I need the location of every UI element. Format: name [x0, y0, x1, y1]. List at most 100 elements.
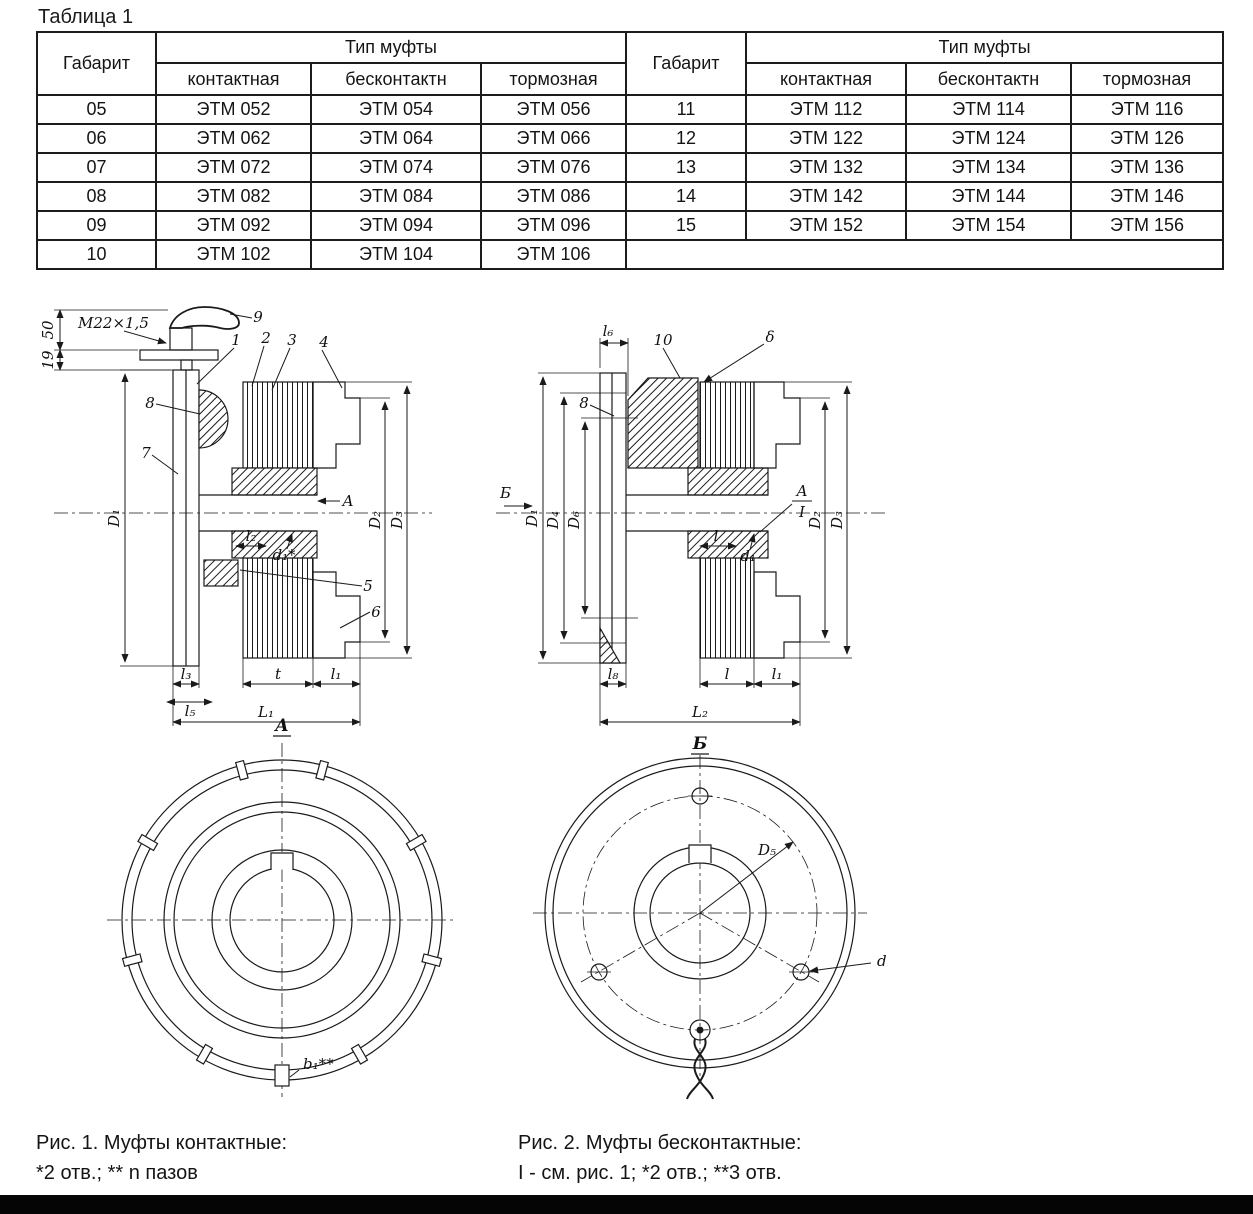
fig2-dim-l6-text: l₆ [603, 322, 614, 340]
view-a-label-text: A [273, 716, 288, 736]
view-b-dim-D5: D₅ [699, 841, 794, 914]
view-a-b1-text: b₁** [303, 1055, 334, 1073]
cell-size: 05 [36, 94, 157, 125]
fig1-callout-5: 5 [239, 569, 373, 595]
cell-model: ЭТМ 104 [310, 239, 482, 270]
cell-model: ЭТМ 052 [155, 94, 312, 125]
fig1-callout-9: 9 [229, 308, 263, 326]
coupling-types-table: Габарит Тип муфты Габарит Тип муфты конт… [36, 31, 1225, 270]
fig2-section-b-text: Б [499, 484, 511, 502]
fig1-callout-1: 1 [196, 331, 241, 385]
cell-size: 12 [625, 123, 748, 154]
fig2-dim-D1: D₁ [523, 372, 600, 664]
cell-size: 13 [625, 152, 748, 183]
fig2-dim-D4: D₄ [544, 392, 626, 644]
view-b-dim-d: d [809, 952, 887, 974]
view-a-crosshair [107, 743, 457, 1097]
header-gabarit-right: Габарит [625, 31, 748, 96]
cell-model: ЭТМ 056 [479, 94, 628, 125]
fig1-dim-l2: l₂ [235, 527, 267, 550]
fig2-dim-D3: D₃ [754, 381, 852, 659]
fig1-boss [198, 389, 229, 449]
cell-model: ЭТМ 066 [479, 123, 628, 154]
fig2-callout-10-text: 10 [653, 331, 673, 349]
fig2-dim-L2-text: L₂ [691, 703, 708, 721]
view-a-bottom-slot: b₁** [274, 1055, 334, 1087]
fig1-housing [312, 381, 361, 659]
cell-model: ЭТМ 134 [905, 152, 1073, 183]
fig1-callout-9-text: 9 [253, 308, 263, 326]
fig1-dim-l5: l₅ [166, 698, 213, 720]
header-tormoznaya-right: тормозная [1070, 62, 1225, 96]
cell-model: ЭТМ 084 [310, 181, 482, 212]
fig2-callout-10: 10 [653, 331, 681, 379]
fig2-dim-D4-text: D₄ [544, 511, 562, 530]
cell-size: 06 [36, 123, 157, 154]
fig2-dim-L2: L₂ [599, 703, 801, 726]
cell-model: ЭТМ 092 [155, 210, 312, 241]
fig2-dim-l1: l₁ [753, 665, 801, 688]
fig2-caption-line1: Рис. 2. Муфты бесконтактные: [518, 1132, 802, 1154]
cell-model: ЭТМ 154 [905, 210, 1073, 241]
fig1-terminal-assembly [139, 306, 240, 371]
cell-model: ЭТМ 136 [1070, 152, 1225, 183]
fig1-callout-1-text: 1 [231, 331, 241, 349]
cell-model: ЭТМ 114 [905, 94, 1073, 125]
table-row: 10 ЭТМ 102 ЭТМ 104 ЭТМ 106 [36, 239, 1225, 270]
fig2-detail-marker-a-i: A I [759, 482, 812, 533]
fig1-dim-t-text: t [275, 665, 282, 683]
fig2-dim-d1-text: d₁ [740, 547, 756, 565]
fig1-thread-text: М22×1,5 [77, 314, 149, 332]
fig2-dim-l8: l₈ [599, 665, 627, 688]
fig1-slip-rings [203, 559, 239, 587]
fig1-callout-2-text: 2 [260, 329, 271, 347]
view-a-label: A [273, 716, 291, 737]
fig1-dim-t: t [242, 665, 314, 688]
header-tormoznaya-left: тормозная [479, 62, 628, 96]
cell-model: ЭТМ 054 [310, 94, 482, 125]
fig2-dim-D2: D₂ [800, 397, 830, 643]
fig1-hub [199, 467, 318, 559]
cell-model: ЭТМ 126 [1070, 123, 1225, 154]
fig2-front-view: Б [533, 734, 887, 1100]
fig1-dim-D3-text: D₃ [388, 511, 406, 530]
cell-model: ЭТМ 062 [155, 123, 312, 154]
fig2-housing [753, 381, 801, 659]
fig1-caption: Рис. 1. Муфты контактные: *2 отв.; ** n … [36, 1128, 287, 1188]
fig2-dim-D6: D₆ [565, 417, 638, 619]
cell-model: ЭТМ 112 [745, 94, 908, 125]
cell-model: ЭТМ 152 [745, 210, 908, 241]
fig1-dim-L1-text: L₁ [257, 703, 274, 721]
table-row: 05 ЭТМ 052 ЭТМ 054 ЭТМ 056 11 ЭТМ 112 ЭТ… [36, 94, 1225, 125]
cell-model: ЭТМ 064 [310, 123, 482, 154]
fig2-dim-l6: l₆ [599, 322, 629, 396]
fig2-dim-l1-text: l₁ [772, 665, 783, 683]
fig1-section-a-text: A [341, 492, 354, 510]
fig1-disc-pack [242, 381, 314, 659]
fig2-dim-D1-text: D₁ [523, 509, 541, 528]
fig2-disc-pack [699, 381, 755, 659]
cell-size: 15 [625, 210, 748, 241]
cell-size: 11 [625, 94, 748, 125]
fig1-dim-50-text: 50 [39, 320, 57, 340]
fig1-dim-19-text: 19 [39, 350, 57, 370]
fig2-dim-l-hub-text: l [714, 527, 719, 545]
fig2-dim-l-text: l [725, 665, 730, 683]
cell-model: ЭТМ 142 [745, 181, 908, 212]
fig1-callout-8: 8 [145, 394, 201, 415]
fig1-dim-l3-text: l₃ [181, 665, 192, 683]
fig1-cross-section: М22×1,5 50 19 D₁ D₂ [39, 306, 432, 726]
fig1-callout-4: 4 [318, 333, 343, 389]
cell-model: ЭТМ 076 [479, 152, 628, 183]
cell-size: 10 [36, 239, 157, 270]
fig1-dim-D2: D₂ [360, 397, 390, 643]
cell-model: ЭТМ 074 [310, 152, 482, 183]
fig2-dim-D6-text: D₆ [565, 511, 583, 530]
view-b-label: Б [691, 734, 709, 755]
fig1-caption-line1: Рис. 1. Муфты контактные: [36, 1132, 288, 1154]
fig1-dim-50: 50 [39, 309, 168, 351]
fig2-dim-D2-text: D₂ [806, 511, 824, 530]
fig1-dim-d1: d₁* [272, 533, 296, 564]
fig1-dim-l3: l₃ [172, 665, 200, 688]
view-b-hub-and-bore [633, 843, 767, 980]
